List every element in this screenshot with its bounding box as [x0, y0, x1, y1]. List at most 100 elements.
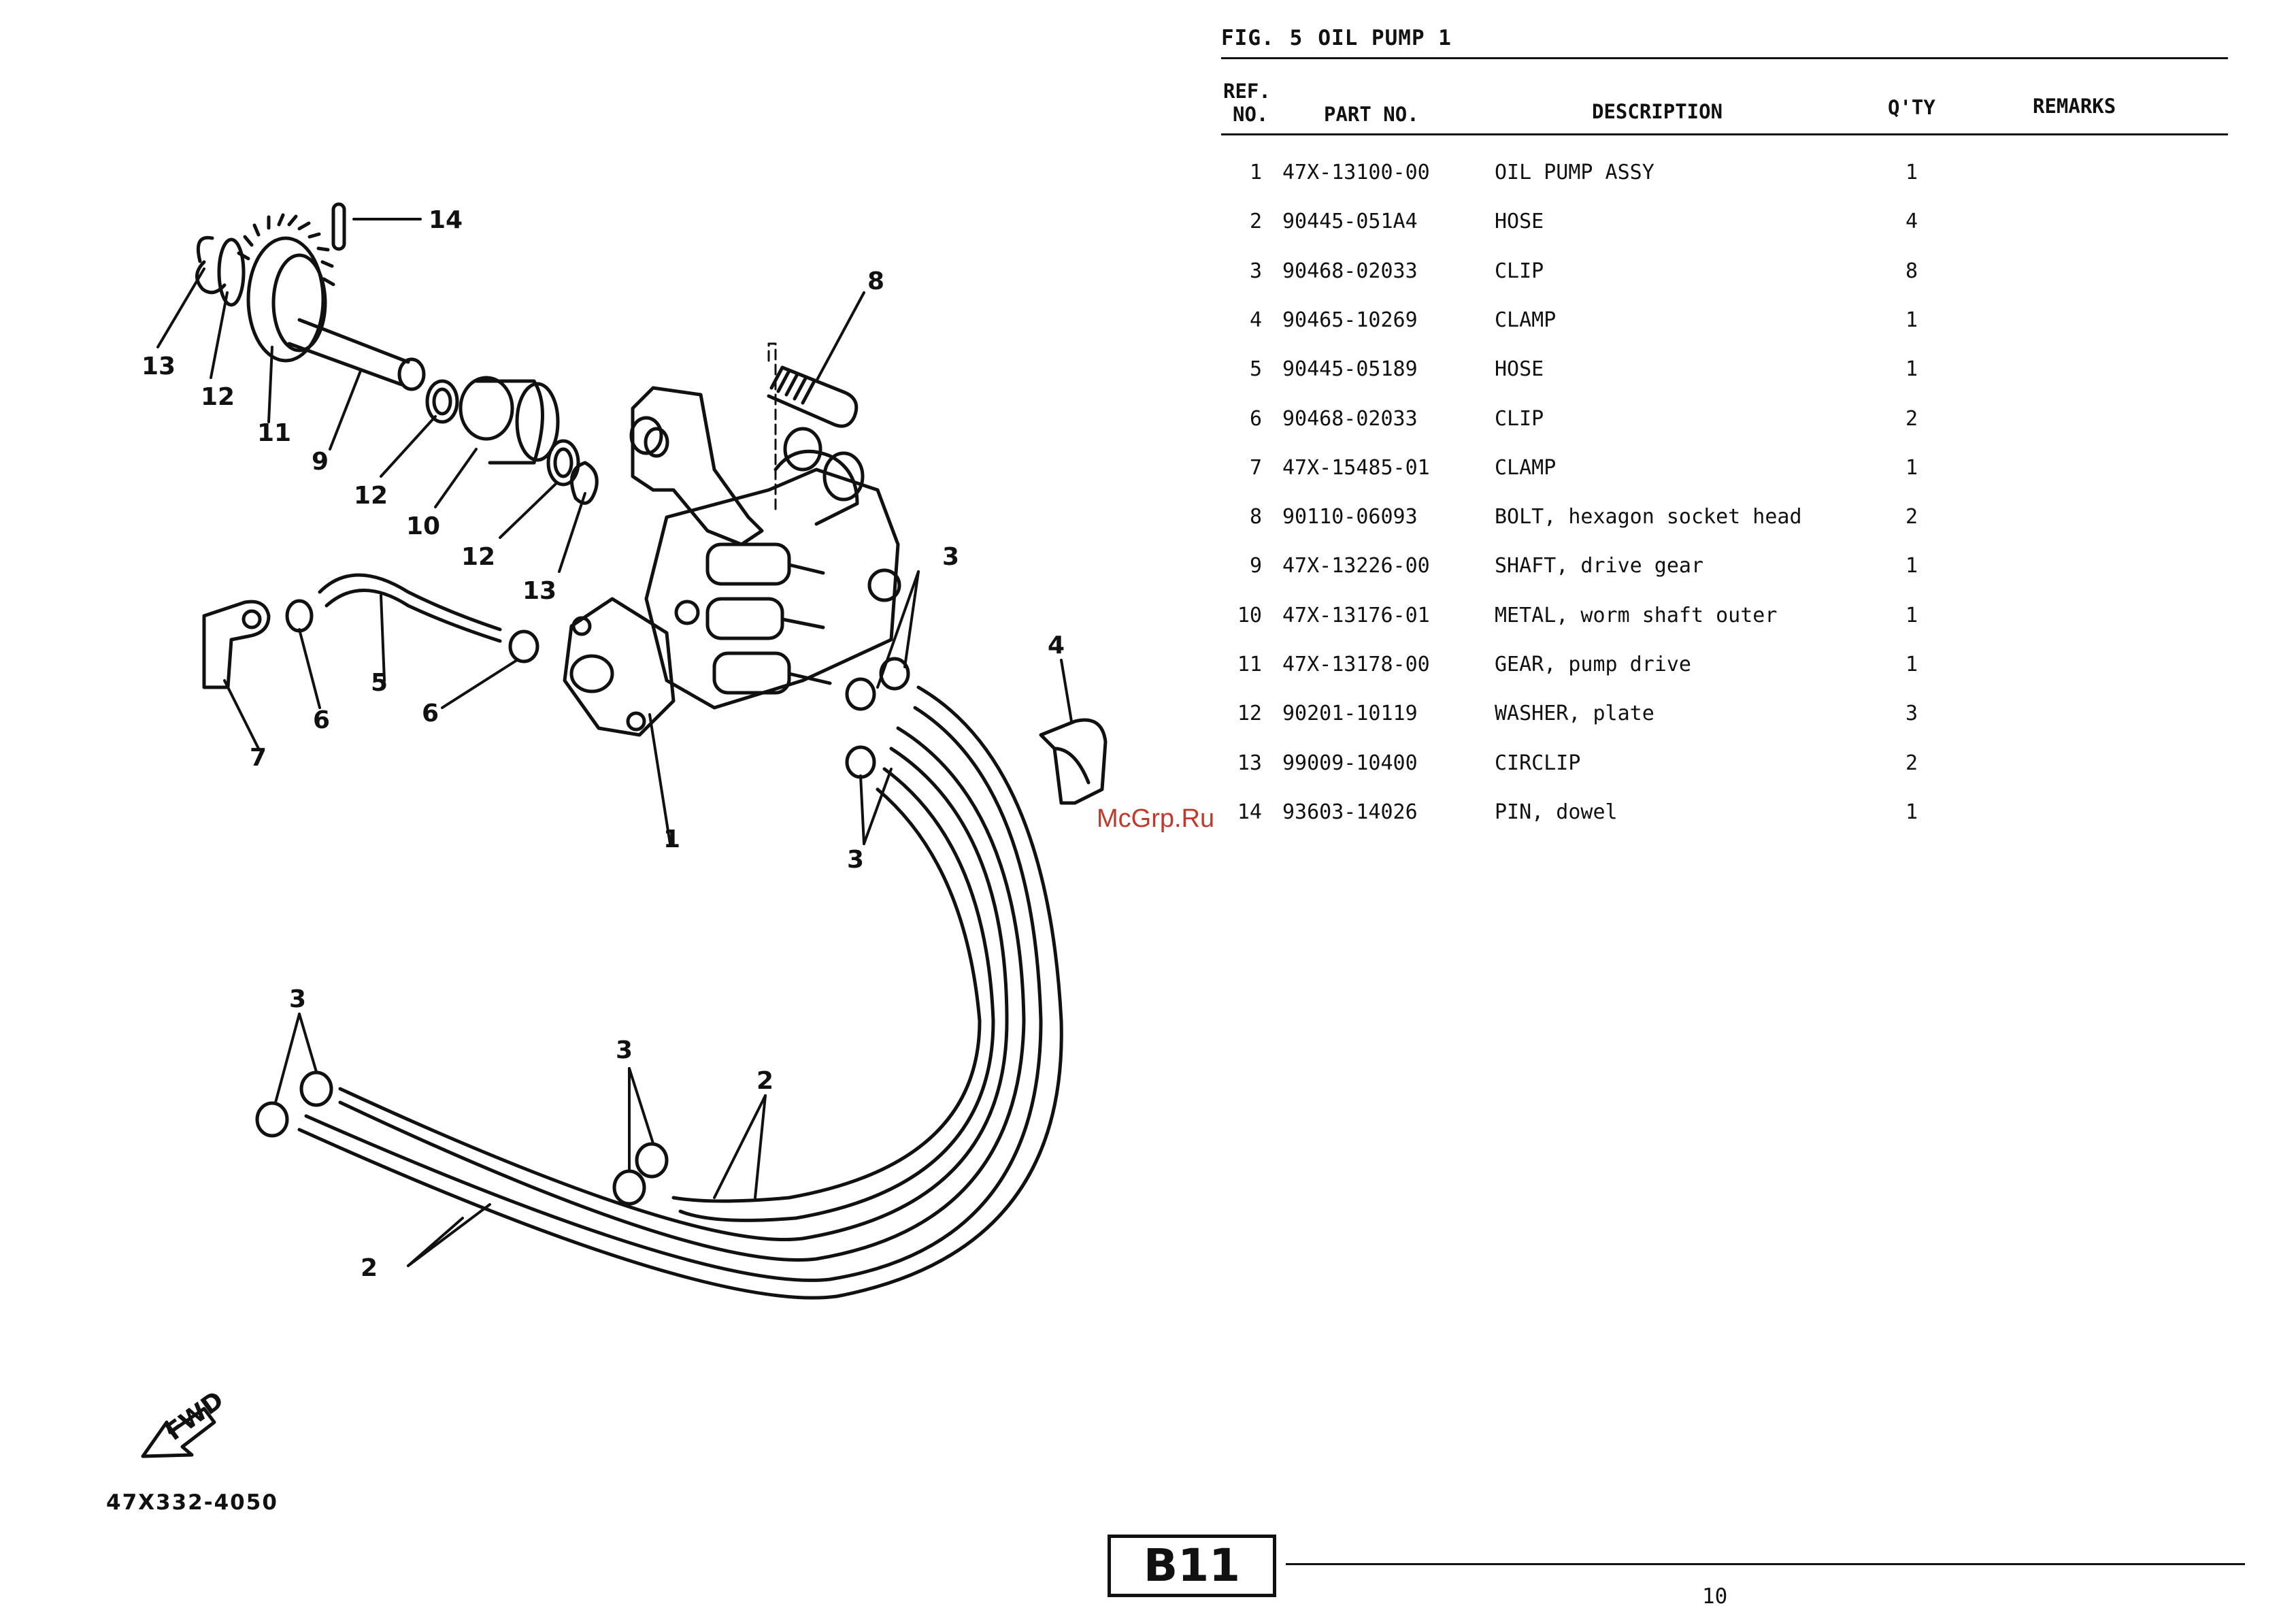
title-rule: [1221, 57, 2228, 59]
header-remarks: REMARKS: [2033, 95, 2116, 118]
circlip-right: [558, 461, 599, 573]
part-no-cell: 90201-10119: [1282, 702, 1418, 726]
description-cell: HOSE: [1495, 210, 1544, 234]
callout-5: 5: [371, 669, 388, 697]
ref-cell: 13: [1237, 751, 1262, 775]
hose-clamp-bracket: [202, 600, 271, 750]
drawing-number: 47X332-4050: [106, 1490, 278, 1515]
description-cell: WASHER, plate: [1495, 702, 1654, 726]
description-cell: METAL, worm shaft outer: [1495, 603, 1778, 627]
description-cell: CLAMP: [1495, 455, 1557, 480]
callout-9: 9: [312, 448, 329, 476]
callout-6a: 6: [313, 706, 330, 734]
hose-clip-left: [285, 599, 321, 709]
qty-cell: 1: [1905, 455, 1918, 480]
callout-10: 10: [406, 512, 440, 540]
part-no-cell: 47X-13176-01: [1282, 603, 1430, 627]
qty-cell: 2: [1905, 406, 1918, 431]
callout-1: 1: [663, 825, 680, 853]
hose-clips-left-end: [255, 1013, 333, 1138]
header-qty: Q'TY: [1888, 96, 1935, 119]
part-no-cell: 47X-15485-01: [1282, 455, 1430, 480]
hose-clips-center: [612, 1067, 669, 1206]
qty-cell: 1: [1905, 653, 1918, 676]
part-no-cell: 90465-10269: [1282, 308, 1418, 332]
fwd-arrow-icon: [141, 1407, 216, 1458]
oil-pump-assembly: [563, 427, 901, 845]
callout-3b: 3: [847, 846, 864, 874]
part-no-cell: 47X-13100-00: [1282, 161, 1430, 184]
circlip-upper: [156, 235, 227, 348]
description-cell: CLIP: [1495, 406, 1544, 431]
callout-3c: 3: [289, 985, 306, 1013]
part-no-cell: 99009-10400: [1282, 751, 1418, 775]
part-no-cell: 47X-13226-00: [1282, 554, 1430, 578]
part-no-cell: 90445-051A4: [1282, 210, 1418, 234]
footer-rule: [1286, 1563, 2245, 1565]
ref-cell: 14: [1237, 800, 1262, 824]
ref-cell: 9: [1249, 554, 1262, 578]
pump-drive-gear: [237, 213, 335, 423]
dowel-pin: [331, 202, 422, 251]
hoses: [297, 685, 1063, 1300]
drive-gear-shaft: [287, 318, 426, 450]
ref-cell: 2: [1249, 210, 1262, 234]
callout-3d: 3: [616, 1036, 633, 1064]
feed-hose: [318, 573, 502, 682]
figure-number: 5: [1289, 26, 1303, 50]
page-number: 10: [1702, 1584, 1728, 1609]
qty-cell: 2: [1905, 751, 1918, 775]
description-cell: GEAR, pump drive: [1495, 653, 1691, 676]
callout-14: 14: [429, 206, 463, 234]
ref-cell: 5: [1249, 357, 1262, 382]
callout-12a: 12: [201, 383, 235, 411]
qty-cell: 1: [1905, 308, 1918, 332]
description-cell: CIRCLIP: [1495, 751, 1581, 775]
part-no-cell: 47X-13178-00: [1282, 653, 1430, 676]
qty-cell: 8: [1905, 259, 1918, 283]
ref-cell: 4: [1249, 308, 1262, 332]
ref-cell: 3: [1249, 259, 1262, 283]
ref-cell: 8: [1249, 505, 1262, 529]
header-rule: [1221, 133, 2228, 135]
description-cell: OIL PUMP ASSY: [1495, 161, 1654, 184]
part-no-cell: 90445-05189: [1282, 357, 1418, 382]
qty-cell: 1: [1905, 800, 1918, 824]
callout-2b: 2: [361, 1254, 378, 1282]
part-no-cell: 90468-02033: [1282, 406, 1418, 431]
header-part-no: PART NO.: [1324, 103, 1419, 126]
description-cell: SHAFT, drive gear: [1495, 554, 1704, 578]
qty-cell: 2: [1905, 505, 1918, 529]
worm-shaft-metal: [434, 376, 560, 508]
callout-2a: 2: [756, 1067, 773, 1095]
callout-3a: 3: [942, 543, 959, 571]
washer-plate-middle: [380, 379, 459, 478]
ref-cell: 6: [1249, 406, 1262, 431]
description-cell: BOLT, hexagon socket head: [1495, 505, 1802, 529]
callout-8: 8: [867, 267, 884, 295]
pump-mounting-bracket: [629, 386, 764, 546]
qty-cell: 4: [1905, 210, 1918, 234]
table-row: 3 90468-02033 CLIP 8: [1221, 259, 2228, 286]
section-badge: B11: [1108, 1535, 1276, 1597]
part-no-cell: 90468-02033: [1282, 259, 1418, 283]
qty-cell: 1: [1905, 161, 1918, 184]
callout-4: 4: [1048, 632, 1065, 659]
table-row: 6 90468-02033 CLIP 2: [1221, 407, 2228, 434]
callout-12c: 12: [461, 543, 495, 571]
callout-12b: 12: [354, 482, 388, 510]
hose-clamp: [1039, 659, 1108, 805]
figure-name: OIL PUMP 1: [1318, 26, 1452, 50]
description-cell: CLIP: [1495, 259, 1544, 283]
header-ref-line1: REF.: [1223, 80, 1271, 103]
washer-plate-upper: [210, 237, 246, 379]
description-cell: PIN, dowel: [1495, 800, 1618, 824]
